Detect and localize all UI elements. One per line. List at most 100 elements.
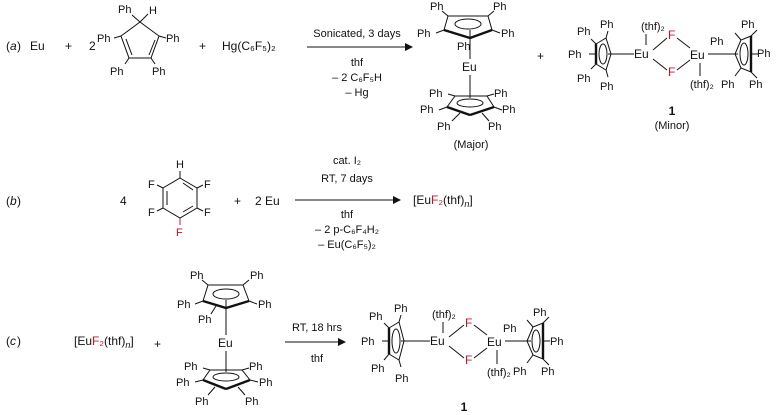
phenyl-label: Ph — [577, 26, 590, 38]
phenyl-label: Ph — [110, 66, 123, 78]
fluorine-label: F — [204, 179, 211, 191]
reaction-b-label-close: ) — [17, 194, 21, 208]
phenyl-label: Ph — [757, 48, 770, 60]
condition-above: cat. I₂ — [333, 155, 361, 167]
thf-ligand: (thf)₂ — [690, 79, 714, 91]
phenyl-label: Ph — [741, 19, 754, 31]
plus-sign: + — [234, 194, 241, 208]
reaction-b: ( b ) 4 H F F F F F + 2 Eu cat. I₂ RT, 7… — [6, 155, 473, 251]
pentafluorobenzene: H F F F F F — [148, 159, 211, 239]
reaction-c: ( c ) [EuF₂(thf)n] + Ph Ph Ph Ph Ph Eu — [6, 270, 563, 414]
phenyl-label: Ph — [600, 19, 613, 31]
phenyl-label: Ph — [501, 28, 514, 40]
europium-center: Eu — [690, 48, 705, 62]
phenyl-label: Ph — [502, 104, 515, 116]
plus-sign: + — [65, 39, 72, 53]
phenyl-label: Ph — [749, 79, 762, 91]
reaction-b-label-open: ( — [6, 194, 10, 208]
compound-1-fluoride-dimer-product: Ph Ph Ph Ph Ph Eu (thf)₂ F F Eu (thf)₂ — [361, 303, 563, 385]
phenyl-label: Ph — [190, 270, 203, 282]
thf-ligand: (thf)₂ — [432, 309, 456, 321]
condition-below: – Eu(C₆F₅)₂ — [318, 239, 376, 251]
europium-difluoride-reagent: [EuF₂(thf)n] — [74, 334, 134, 350]
stoich-coefficient: 4 — [120, 194, 127, 208]
phenyl-label: Ph — [184, 361, 197, 373]
phenyl-label: Ph — [568, 49, 581, 61]
phenyl-label: Ph — [503, 323, 516, 335]
condition-below: thf — [341, 209, 354, 221]
phenyl-label: Ph — [541, 366, 554, 378]
phenyl-label: Ph — [249, 361, 262, 373]
europocene-sandwich-complex: Ph Ph Ph Ph Ph Eu Ph Ph Ph Ph Ph Ph — [417, 1, 515, 133]
hydrogen-label: H — [149, 5, 157, 17]
phenyl-label: Ph — [97, 33, 110, 45]
europium-reagent: Eu — [30, 39, 45, 53]
plus-sign: + — [199, 39, 206, 53]
phenyl-label: Ph — [417, 28, 430, 40]
fluorine-label: F — [204, 207, 211, 219]
condition-above: RT, 7 days — [321, 173, 373, 185]
phenyl-label: Ph — [166, 33, 179, 45]
phenyl-label: Ph — [420, 104, 433, 116]
europium-center: Eu — [487, 335, 502, 349]
phenyl-label: Ph — [533, 307, 546, 319]
condition-below: – Hg — [345, 87, 368, 99]
reaction-b-label: b — [10, 194, 17, 208]
phenyl-label: Ph — [118, 4, 131, 16]
reaction-c-label-close: ) — [17, 334, 21, 348]
condition-above: RT, 18 hrs — [292, 322, 342, 334]
phenyl-label: Ph — [361, 336, 374, 348]
europium-difluoride-product: [EuF₂(thf)n] — [413, 193, 473, 209]
major-product-label: (Major) — [454, 139, 489, 151]
phenyl-label: Ph — [245, 396, 258, 408]
reaction-a-label: a — [10, 39, 17, 53]
phenyl-label: Ph — [437, 121, 450, 133]
phenyl-label: Ph — [600, 81, 613, 93]
phenyl-label: Ph — [369, 311, 382, 323]
reaction-a-label-open: ( — [6, 39, 10, 53]
phenyl-label: Ph — [176, 377, 189, 389]
condition-above: Sonicated, 3 days — [313, 28, 401, 40]
hydrogen-label: H — [176, 159, 184, 171]
europocene-sandwich-reagent: Ph Ph Ph Ph Ph Eu Ph Ph Ph Ph Ph Ph — [176, 270, 272, 408]
europium-center: Eu — [634, 47, 649, 61]
fluoride-bridge: F — [668, 65, 675, 79]
europium-center: Eu — [218, 336, 233, 350]
phenyl-label: Ph — [550, 336, 563, 348]
minor-product-label: (Minor) — [655, 120, 690, 132]
phenyl-label: Ph — [250, 270, 263, 282]
europium-center: Eu — [462, 60, 477, 74]
condition-below: – 2 C₆F₅H — [332, 72, 382, 84]
phenyl-label: Ph — [198, 314, 211, 326]
thf-ligand: (thf)₂ — [641, 21, 665, 33]
reaction-a-label-close: ) — [17, 39, 21, 53]
fluorine-label: F — [148, 207, 155, 219]
compound-number: 1 — [461, 400, 468, 414]
phenyl-label: Ph — [577, 73, 590, 85]
reaction-c-label-open: ( — [6, 334, 10, 348]
europium-center: Eu — [430, 334, 445, 348]
phenyl-label: Ph — [457, 41, 470, 53]
phenyl-label: Ph — [259, 377, 272, 389]
reactive-fluorine-label: F — [176, 227, 183, 239]
compound-1-fluoride-dimer: Ph Ph Ph Ph Ph Eu (thf)₂ F F Eu (thf)₂ — [568, 19, 770, 93]
phenyl-label: Ph — [513, 366, 526, 378]
fluoride-bridge: F — [668, 28, 675, 42]
plus-sign: + — [154, 337, 161, 351]
condition-below: – 2 p-C₆F₄H₂ — [315, 224, 379, 236]
europium-reagent: 2 Eu — [255, 194, 280, 208]
pentaphenylcyclopentadiene: Ph H Ph Ph Ph Ph — [97, 4, 179, 78]
phenyl-label: Ph — [710, 36, 723, 48]
fluorine-label: F — [148, 179, 155, 191]
reaction-a: ( a ) Eu + 2 Ph H Ph Ph Ph Ph + Hg(C₆F₅)… — [6, 1, 770, 151]
phenyl-label: Ph — [371, 363, 384, 375]
phenyl-label: Ph — [721, 79, 734, 91]
phenyl-label: Ph — [493, 1, 506, 13]
phenyl-label: Ph — [152, 66, 165, 78]
phenyl-label: Ph — [394, 303, 407, 315]
phenyl-label: Ph — [177, 299, 190, 311]
compound-number: 1 — [669, 104, 676, 118]
fluoride-bridge: F — [465, 353, 472, 367]
phenyl-label: Ph — [258, 299, 271, 311]
